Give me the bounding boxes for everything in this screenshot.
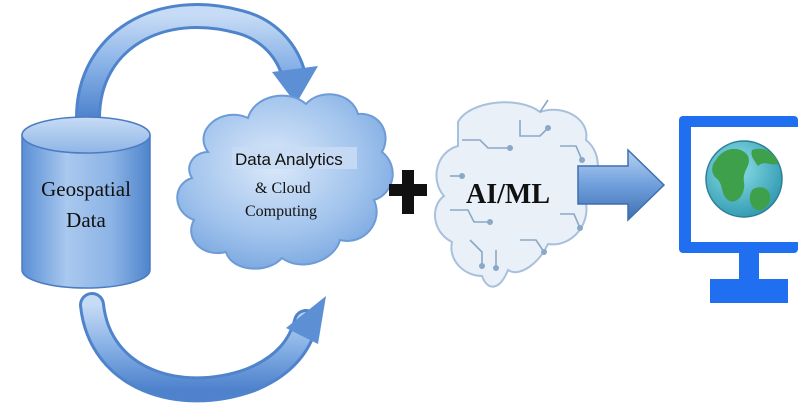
brain-label: AI/ML (466, 179, 550, 210)
database-label-line2: Data (66, 208, 106, 232)
plus-sign (389, 170, 427, 214)
database-label-line1: Geospatial (41, 177, 131, 201)
globe-icon (705, 140, 783, 218)
brain-circuit-icon (433, 99, 599, 288)
cloud-label-line3: Computing (245, 203, 317, 220)
right-arrow (577, 148, 666, 222)
cloud-label-highlight (232, 147, 357, 169)
cloud-label-line1: Data Analytics (235, 150, 343, 169)
top-curved-arrow (75, 3, 318, 131)
bottom-curved-arrow (79, 292, 326, 403)
database-cylinder-icon (21, 116, 151, 289)
cloud-icon (176, 93, 394, 270)
cloud-label-line2: & Cloud (255, 180, 311, 197)
